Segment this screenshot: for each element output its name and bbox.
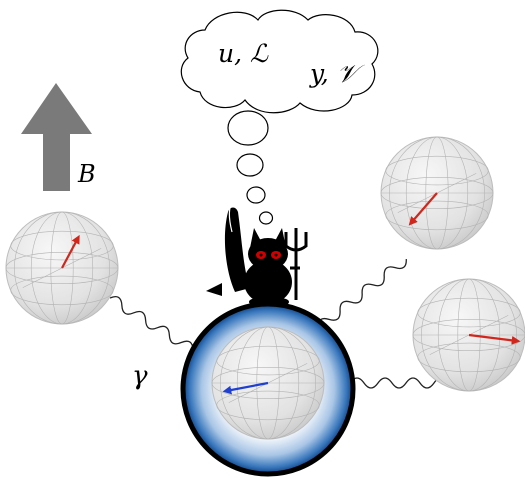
thought-bubble-large — [227, 110, 269, 146]
bloch-sphere-left — [5, 211, 119, 325]
devil-cat-icon — [206, 201, 292, 306]
state-vector-arrow — [222, 381, 269, 395]
state-vector-arrow — [61, 234, 80, 269]
sphere-grid — [211, 326, 325, 440]
wave-top-right — [317, 259, 407, 329]
thought-bubble-medium — [236, 153, 264, 177]
bloch-sphere-top-right — [380, 136, 494, 250]
thought-bubble-small — [246, 186, 266, 204]
bloch-sphere-right — [412, 278, 525, 392]
thought-cloud — [180, 9, 379, 225]
field-label: B — [77, 160, 96, 188]
state-vector-arrow — [468, 333, 521, 345]
thought-line-2: y, 𝒱 — [309, 59, 366, 88]
thought-bubble-tiny — [258, 211, 274, 225]
sphere-grid — [412, 278, 525, 392]
field-arrow-icon — [21, 83, 92, 191]
sphere-grid — [5, 211, 119, 325]
trident-icon — [284, 228, 308, 300]
state-vector-arrow — [408, 192, 438, 226]
bloch-sphere-center — [211, 326, 325, 440]
coupling-label: γ — [132, 361, 148, 391]
sphere-grid — [380, 136, 494, 250]
thought-line-1: u, ℒ — [218, 39, 269, 68]
